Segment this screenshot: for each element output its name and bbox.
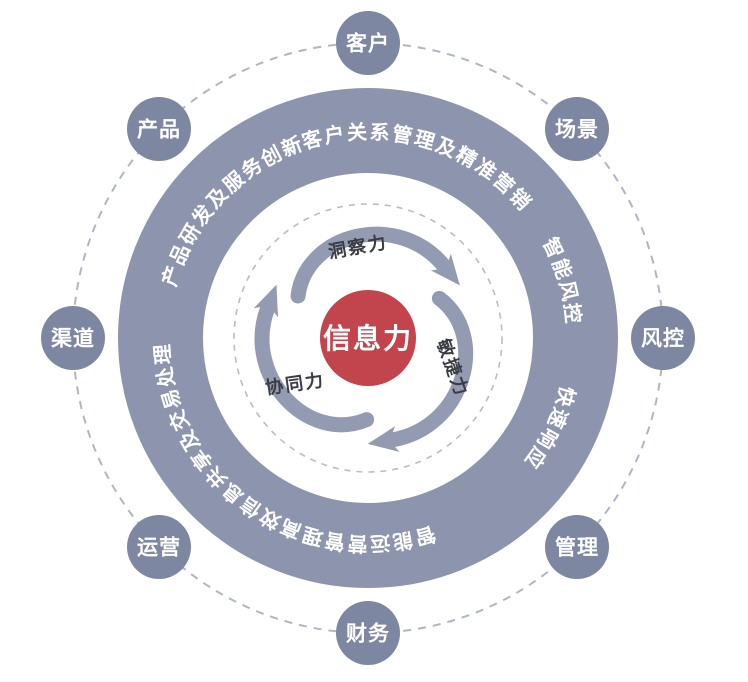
node-risk-control-label: 风控: [641, 326, 685, 350]
node-channel: 渠道: [41, 306, 105, 370]
main-ring: [118, 88, 618, 588]
swirl-arrow-left: [253, 284, 375, 433]
swirl-arrows: [253, 226, 474, 452]
node-management-circle: [545, 515, 609, 579]
node-product-label: 产品: [137, 117, 181, 141]
node-risk-control: 风控: [631, 306, 695, 370]
swirl-arrow-top: [290, 226, 460, 304]
node-finance-label: 财务: [346, 621, 390, 645]
center-circle: [320, 290, 416, 386]
node-management-label: 管理: [555, 535, 599, 559]
node-management: 管理: [545, 515, 609, 579]
node-scenario-label: 场景: [555, 117, 599, 141]
node-scenario: 场景: [545, 97, 609, 161]
node-channel-circle: [41, 306, 105, 370]
node-channel-label: 渠道: [51, 326, 95, 350]
node-finance: 财务: [336, 601, 400, 665]
node-customer: 客户: [336, 11, 400, 75]
node-customer-label: 客户: [346, 31, 390, 55]
node-operations-label: 运营: [137, 535, 181, 559]
center-label-information-power: 信息力: [323, 322, 413, 355]
node-finance-circle: [336, 601, 400, 665]
swirl-arrow-right: [367, 290, 474, 452]
node-scenario-circle: [545, 97, 609, 161]
node-operations-circle: [127, 515, 191, 579]
node-product: 产品: [127, 97, 191, 161]
node-product-circle: [127, 97, 191, 161]
node-risk-control-circle: [631, 306, 695, 370]
node-customer-circle: [336, 11, 400, 75]
node-operations: 运营: [127, 515, 191, 579]
inner-dashed-circle: [233, 203, 503, 473]
